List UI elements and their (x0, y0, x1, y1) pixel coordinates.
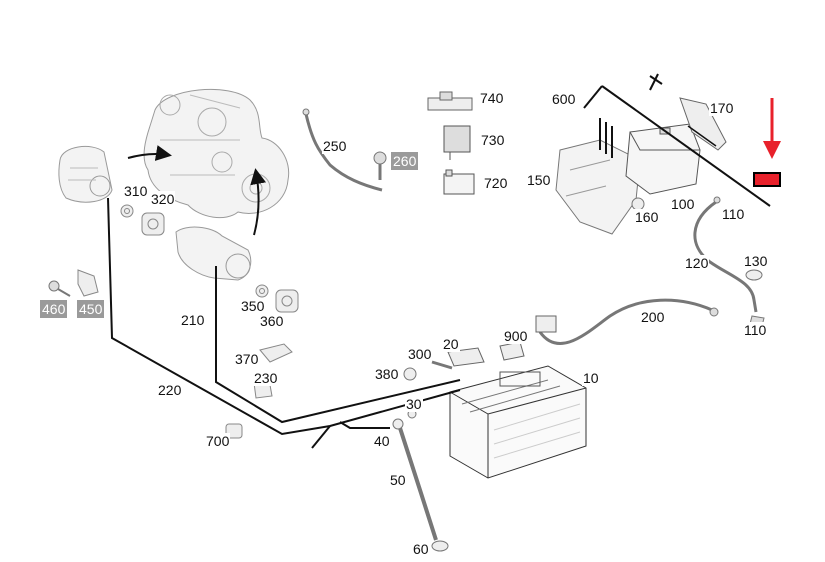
callout-460[interactable]: 460 (40, 300, 68, 318)
bushing-360-part (275, 289, 299, 313)
bolt-260-part (373, 151, 387, 180)
vent-hose-part (392, 418, 449, 552)
relay-holder-740-part (427, 91, 473, 111)
nut-350-part (255, 284, 269, 298)
callout-700[interactable]: 700 (205, 433, 231, 449)
callout-740[interactable]: 740 (479, 90, 505, 106)
engine-arrow-right (250, 168, 267, 236)
battery-cable-200-part (538, 298, 719, 345)
callout-60[interactable]: 60 (412, 541, 430, 557)
callout-350[interactable]: 350 (240, 298, 266, 314)
callout-50[interactable]: 50 (389, 472, 407, 488)
starter-motor-part (175, 226, 252, 281)
callout-380[interactable]: 380 (374, 366, 400, 382)
callout-220[interactable]: 220 (157, 382, 183, 398)
callout-320[interactable]: 320 (150, 191, 176, 207)
cover-20-part (447, 347, 485, 367)
engine-block-part (143, 88, 290, 219)
clip-450-part (77, 269, 99, 297)
battery-tray-150-part (555, 139, 641, 235)
clip-900b-part (499, 341, 525, 361)
cable-120-part (693, 196, 758, 313)
bolt-300-part (431, 360, 453, 370)
nut-310-part (120, 204, 134, 218)
callout-730[interactable]: 730 (480, 132, 506, 148)
callout-10[interactable]: 10 (582, 370, 600, 386)
relay-730-part (443, 125, 471, 160)
battery-box-100-part (625, 123, 701, 195)
terminal-900-part (535, 315, 557, 333)
ground-strap-250-part (302, 108, 383, 192)
callout-150[interactable]: 150 (526, 172, 552, 188)
callout-900[interactable]: 900 (503, 328, 529, 344)
fuse-box-720-part (443, 169, 475, 195)
callout-110-lower[interactable]: 110 (743, 322, 768, 338)
leader-lines (107, 73, 771, 449)
callout-120[interactable]: 120 (684, 255, 710, 271)
bracket-170-part (679, 97, 727, 151)
callout-selected[interactable] (753, 172, 781, 187)
callout-40[interactable]: 40 (373, 433, 391, 449)
callout-210[interactable]: 210 (180, 312, 206, 328)
callout-720[interactable]: 720 (483, 175, 509, 191)
callout-370[interactable]: 370 (234, 351, 260, 367)
alternator-part (58, 145, 113, 203)
callout-170[interactable]: 170 (709, 100, 735, 116)
bushing-320-part (141, 212, 165, 236)
callout-200[interactable]: 200 (640, 309, 666, 325)
callout-130[interactable]: 130 (743, 253, 769, 269)
bracket-370-part (259, 343, 293, 363)
callout-110-upper[interactable]: 110 (721, 206, 746, 222)
cap-130-part (745, 269, 763, 281)
nut-380-part (403, 367, 417, 381)
callout-100[interactable]: 100 (670, 196, 696, 212)
callout-360[interactable]: 360 (259, 313, 285, 329)
callout-160[interactable]: 160 (634, 209, 660, 225)
callout-600[interactable]: 600 (551, 91, 577, 107)
callout-300[interactable]: 300 (407, 346, 433, 362)
bolt-460-part (48, 280, 71, 297)
callout-310[interactable]: 310 (123, 183, 149, 199)
engine-arrow-left (127, 145, 172, 161)
battery-10-part (449, 365, 587, 479)
callout-250[interactable]: 250 (322, 138, 348, 154)
callout-260[interactable]: 260 (391, 152, 419, 170)
callout-450[interactable]: 450 (77, 300, 105, 318)
callout-20[interactable]: 20 (442, 336, 460, 352)
callout-230[interactable]: 230 (253, 370, 279, 386)
callout-30[interactable]: 30 (405, 396, 423, 412)
